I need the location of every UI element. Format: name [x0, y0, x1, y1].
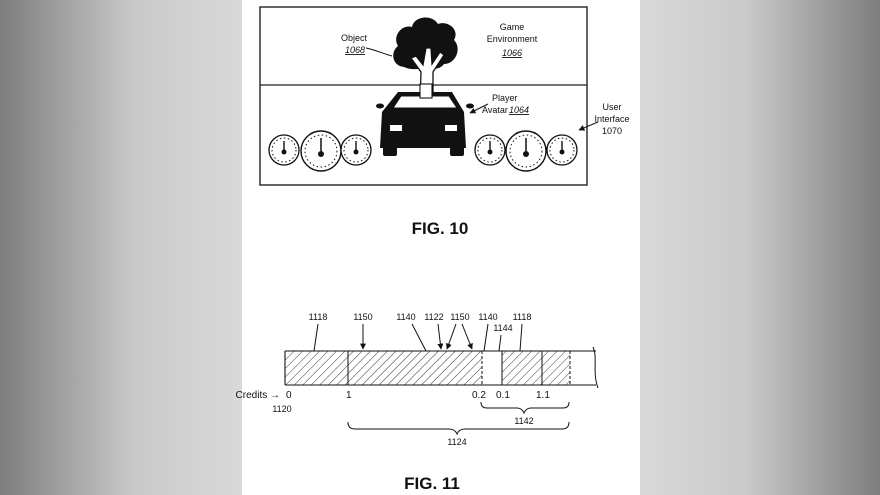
bar-break-line	[592, 346, 599, 389]
object-label: Object	[341, 33, 368, 43]
segment-1118-right	[502, 351, 542, 385]
gauge-right-small-2-icon	[546, 134, 578, 166]
gauge-left-large-icon	[300, 130, 342, 172]
segment-gap	[482, 351, 502, 385]
segment-end	[570, 351, 596, 385]
background-left	[0, 0, 242, 495]
fig11-caption: FIG. 11	[404, 474, 460, 493]
scale-label-0-2: 0.2	[472, 390, 486, 401]
game-environment-frame	[259, 6, 588, 186]
object-ref: 1068	[345, 45, 365, 55]
gauge-right-small-icon	[474, 134, 506, 166]
fig10-figure: Object 1068 Game Environment 1066 Player…	[259, 6, 630, 238]
avatar-label-line2: Avatar	[482, 105, 508, 115]
ui-ref: 1070	[602, 126, 622, 136]
ref-1118-left: 1118	[309, 312, 328, 322]
ref-1118-right: 1118	[513, 312, 532, 322]
ref-1140-right: 1140	[478, 312, 497, 322]
ui-arrow	[578, 121, 599, 131]
brace-1142	[480, 401, 570, 415]
gauge-left-small-icon	[268, 134, 300, 166]
segment-after	[542, 351, 570, 385]
gauge-left-small-2-icon	[340, 134, 372, 166]
gauge-right-large-icon	[505, 130, 547, 172]
patent-sheet	[242, 0, 640, 495]
scale-label-0: 0	[286, 390, 292, 401]
ref-1150-right: 1150	[450, 312, 469, 322]
ref-1140-left: 1140	[396, 312, 415, 322]
ui-label-line2: Interface	[594, 114, 629, 124]
player-avatar-car-icon	[376, 83, 474, 156]
tree-object-icon	[393, 17, 458, 106]
background-right	[640, 0, 880, 495]
avatar-arrow	[469, 103, 489, 114]
ui-label-line1: User	[602, 102, 621, 112]
segment-1150	[348, 351, 482, 385]
segment-1118-left	[285, 351, 348, 385]
env-label-line1: Game	[500, 22, 525, 32]
fig10-caption: FIG. 10	[412, 219, 469, 238]
fig11-figure: 1118 1150 1140 1122 1150 1140 1144 1118 …	[236, 312, 599, 493]
brace-1124	[347, 421, 570, 436]
scale-label-0-1: 0.1	[496, 390, 510, 401]
ref-1150-left: 1150	[353, 312, 372, 322]
scale-label-1-1: 1.1	[536, 390, 550, 401]
ref-1122: 1122	[424, 312, 443, 322]
brace-1142-label: 1142	[514, 416, 533, 426]
credits-ref: 1120	[272, 404, 291, 414]
avatar-ref: 1064	[509, 105, 529, 115]
ref-1144: 1144	[493, 323, 512, 333]
brace-1124-label: 1124	[447, 437, 466, 447]
env-ref: 1066	[502, 48, 522, 58]
env-label-line2: Environment	[487, 34, 538, 44]
credits-label: Credits →	[236, 390, 280, 401]
object-leader-line	[365, 47, 393, 57]
scale-label-1: 1	[346, 390, 352, 401]
avatar-label-line1: Player	[492, 93, 518, 103]
